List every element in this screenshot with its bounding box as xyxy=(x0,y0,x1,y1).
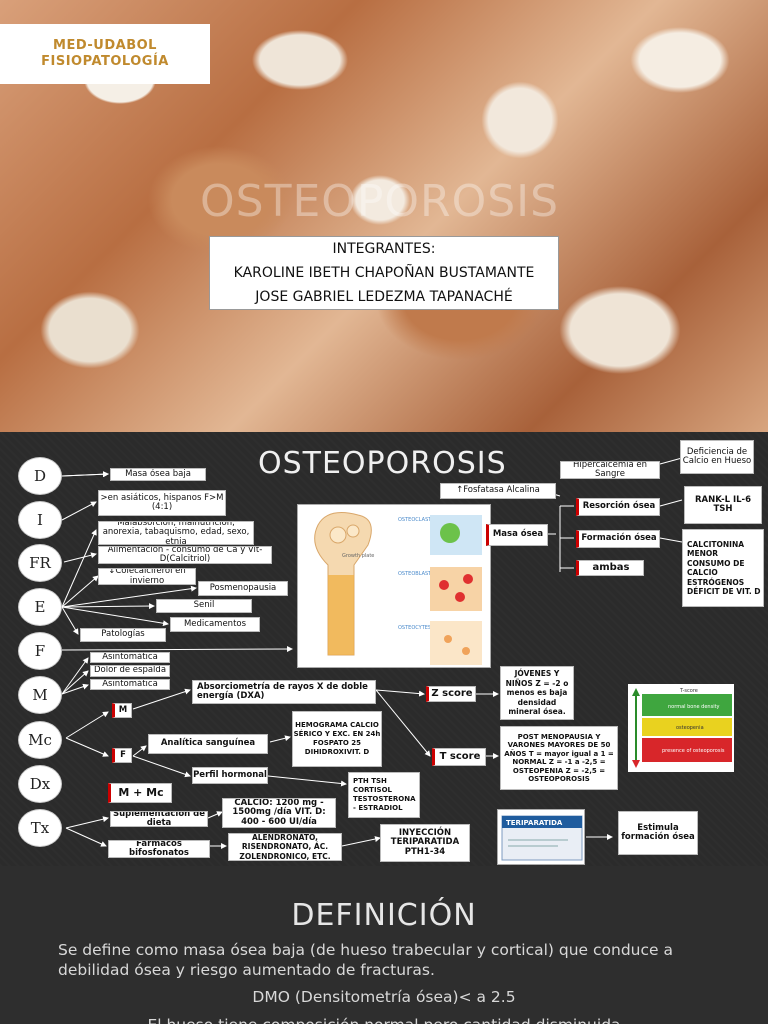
mc-f-box: F xyxy=(112,748,132,763)
circle-m: M xyxy=(18,676,62,714)
ghost-title: OSTEOPOROSIS xyxy=(200,176,560,227)
estimula-box: Estimula formación ósea xyxy=(618,811,698,855)
e-box-posmenopausia: Posmenopausia xyxy=(198,581,288,596)
e-box-patologias: Patologías xyxy=(80,628,166,642)
circle-f: F xyxy=(18,632,62,670)
d-box: Masa ósea baja xyxy=(110,468,206,481)
med-label: TERIPARATIDA xyxy=(506,819,563,827)
fr-box-3: ↓Colecalciferol en invierno xyxy=(98,568,196,585)
circle-mc: Mc xyxy=(18,721,62,759)
bone-label-osteoblasts: OSTEOBLASTS xyxy=(398,571,434,577)
brand-box: MED-UDABOL FISIOPATOLOGÍA xyxy=(0,24,210,84)
tscore-box: T score xyxy=(432,748,486,766)
dmo-text: DMO (Densitometría ósea)< a 2.5 xyxy=(252,988,516,1006)
formacion-box: Formación ósea xyxy=(576,530,660,548)
calcio-box: CALCIO: 1200 mg - 1500mg /día VIT. D: 40… xyxy=(222,798,336,828)
members-box: INTEGRANTES: KAROLINE IBETH CHAPOÑAN BUS… xyxy=(209,236,559,310)
teriparatida-image: TERIPARATIDA xyxy=(497,809,585,865)
e-box-senil: Senil xyxy=(156,599,252,613)
perfil-box: Perfil hormonal xyxy=(192,767,268,784)
hipercalcemia-box: Hipercalcemia en Sangre xyxy=(560,461,660,479)
circle-d: D xyxy=(18,457,62,495)
ambas-box: ambas xyxy=(576,560,644,576)
tscore-band-osteoporosis: presence of osteoporosis xyxy=(662,748,725,754)
tx-box-suplementacion: Suplementación de dieta xyxy=(110,811,208,827)
slide-mindmap: OSTEOPOROSIS D I FR E F M Mc Dx Tx Masa … xyxy=(0,432,768,866)
hueso-text: El hueso tiene composición normal pero c… xyxy=(0,1016,768,1024)
alendronato-box: ALENDRONATO, RISENDRONATO, ÁC. ZOLENDRON… xyxy=(228,833,342,861)
tscore-band-normal: normal bone density xyxy=(668,704,720,710)
resorcion-box: Resorción ósea xyxy=(576,498,660,516)
dxa-box: Absorciometría de rayos X de doble energ… xyxy=(192,680,376,704)
i-box: >en asiáticos, hispanos F>M (4:1) xyxy=(98,490,226,516)
hemograma-box: HEMOGRAMA CALCIO SÉRICO Y EXC. EN 24h FO… xyxy=(292,711,382,767)
masa-osea-box: Masa ósea xyxy=(486,524,548,546)
calcitonina-box: CALCITONINA MENOR CONSUMO DE CALCIO ESTR… xyxy=(682,529,764,607)
tscore-img-title: T-score xyxy=(679,688,698,694)
rank-box: RANK-L IL-6 TSH xyxy=(684,486,762,524)
fr-box-2: Alimentación - consumo de Ca y Vit-D(Cal… xyxy=(98,546,272,564)
e-box-medicamentos: Medicamentos xyxy=(170,617,260,632)
bone-label-growth: Growth plate xyxy=(342,553,374,559)
brand-line-1: MED-UDABOL xyxy=(53,38,157,53)
bone-label-osteoclast: OSTEOCLAST xyxy=(398,517,432,523)
circle-fr: FR xyxy=(18,544,62,582)
member-2: JOSE GABRIEL LEDEZMA TAPANACHÉ xyxy=(255,289,513,305)
members-heading: INTEGRANTES: xyxy=(332,241,436,257)
zscore-box: Z score xyxy=(426,686,476,702)
fr-box-1: Malabsorción, malnutrición, anorexia, ta… xyxy=(98,521,254,545)
m-box-1: Asintomática xyxy=(90,652,170,663)
deficiencia-box: Deficiencia de Calcio en Hueso xyxy=(680,440,754,474)
bone-label-osteocytes: OSTEOCYTES xyxy=(398,625,431,631)
dx-box: M + Mc xyxy=(108,783,172,803)
tscore-image: T-score normal bone density osteopenia p… xyxy=(628,684,734,772)
mc-m-box: M xyxy=(112,703,132,718)
brand-line-2: FISIOPATOLOGÍA xyxy=(41,54,169,69)
postmenopausia-box: POST MENOPAUSIA Y VARONES MAYORES DE 50 … xyxy=(500,726,618,790)
pth-box: PTH TSH CORTISOL TESTOSTERONA - ESTRADIO… xyxy=(348,772,420,818)
circle-dx: Dx xyxy=(18,765,62,803)
tx-box-farmacos: Fármacos bifosfonatos xyxy=(108,840,210,858)
definition-title: DEFINICIÓN xyxy=(291,898,477,933)
slide-title: OSTEOPOROSIS xyxy=(258,446,507,481)
tscore-band-osteopenia: osteopenia xyxy=(676,725,704,731)
inyeccion-box: INYECCIÓN TERIPARATIDA PTH1-34 xyxy=(380,824,470,862)
analitica-box: Analítica sanguínea xyxy=(148,734,268,754)
circle-tx: Tx xyxy=(18,809,62,847)
m-box-3: Asintomática xyxy=(90,679,170,690)
fosfatasa-box: ↑Fosfatasa Alcalina xyxy=(440,483,556,499)
jovenes-box: JÓVENES Y NIÑOS Z = -2 o menos es baja d… xyxy=(500,666,574,720)
definition-text: Se define como masa ósea baja (de hueso … xyxy=(58,941,673,979)
slide-definicion: DEFINICIÓN Se define como masa ósea baja… xyxy=(0,866,768,1024)
m-box-2: Dolor de espalda xyxy=(90,665,170,677)
circle-i: I xyxy=(18,501,62,539)
slide-cover: OSTEOPOROSIS MED-UDABOL FISIOPATOLOGÍA I… xyxy=(0,0,768,432)
member-1: KAROLINE IBETH CHAPOÑAN BUSTAMANTE xyxy=(233,265,535,281)
circle-e: E xyxy=(18,588,62,626)
connector-arrows xyxy=(61,457,683,849)
bone-illustration: Growth plate OSTEOCLAST OSTEOBLASTS OSTE… xyxy=(297,504,491,668)
